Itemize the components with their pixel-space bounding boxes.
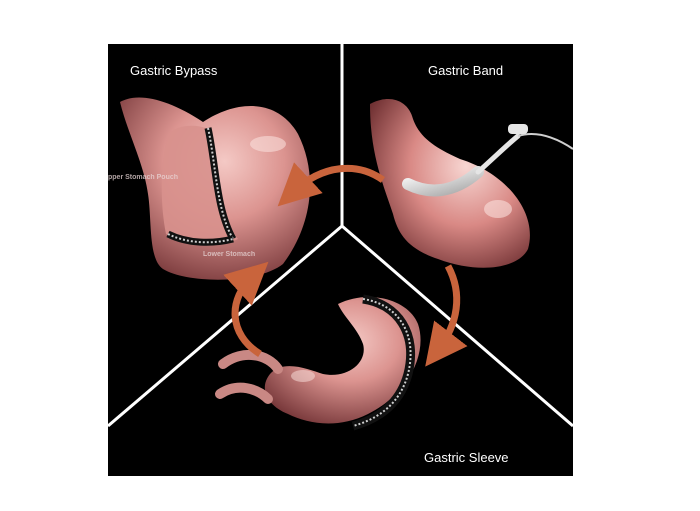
sleeve-illustration — [215, 294, 421, 431]
diagram-canvas — [107, 44, 574, 476]
bypass-title: Gastric Bypass — [130, 63, 218, 78]
band-illustration — [370, 99, 574, 268]
procedures-diagram: Gastric Bypass Gastric Band Gastric Slee… — [107, 44, 574, 476]
lower-stomach-label: Lower Stomach — [203, 251, 256, 258]
cycle-arrow-icon — [223, 162, 468, 367]
bypass-illustration — [120, 97, 310, 280]
sleeve-title: Gastric Sleeve — [424, 450, 509, 465]
upper-stomach-pouch-label: pper Stomach Pouch — [108, 174, 179, 181]
band-title: Gastric Band — [428, 63, 504, 78]
divider-left — [107, 224, 343, 428]
